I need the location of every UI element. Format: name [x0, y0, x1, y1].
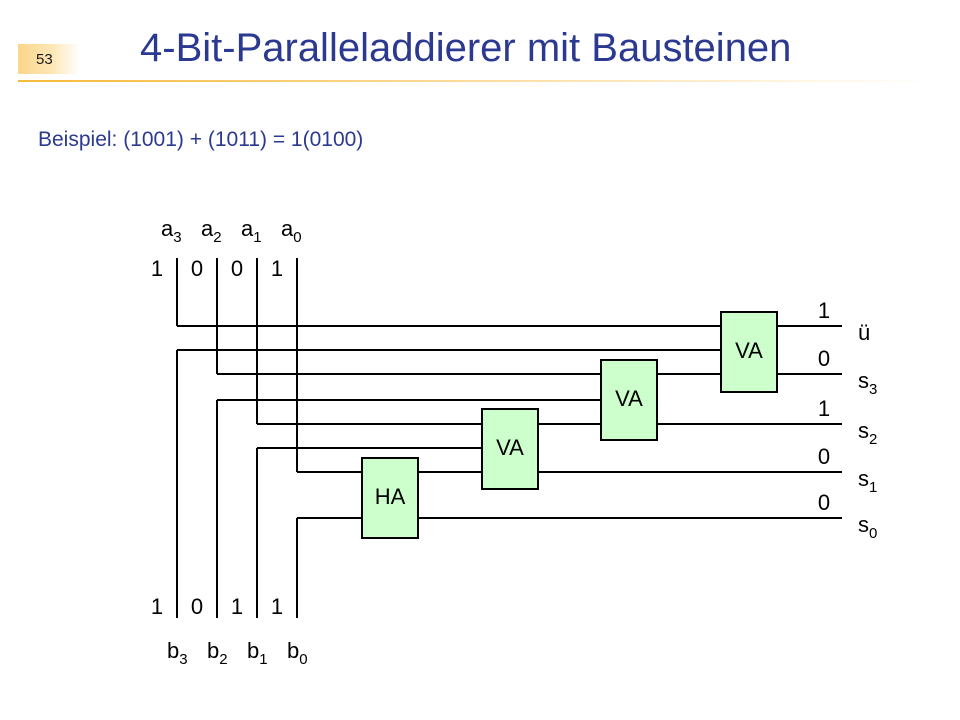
adder-block-label-3: VA — [735, 338, 763, 363]
label-out-2: s2 — [858, 418, 877, 448]
adder-block-rect-2 — [600, 359, 658, 441]
label-b1: b1 — [247, 638, 268, 668]
bit-b0: 1 — [271, 594, 283, 619]
bit-out-3: 0 — [818, 346, 830, 371]
bit-out-1: 0 — [818, 444, 830, 469]
label-out-0: s0 — [858, 512, 877, 542]
wires — [176, 258, 842, 618]
label-b0: b0 — [287, 638, 308, 668]
bit-out-0: 0 — [818, 490, 830, 515]
title-underline — [18, 80, 938, 82]
adder-block-va3: VA — [720, 311, 778, 393]
label-b3: b3 — [167, 638, 188, 668]
adder-block-ha: HA — [361, 457, 419, 539]
bit-a1: 0 — [231, 256, 243, 281]
slide-number-badge — [18, 44, 80, 74]
example-text: Beispiel: (1001) + (1011) = 1(0100) — [38, 128, 364, 151]
label-out-1: s1 — [858, 466, 877, 496]
adder-block-va2: VA — [600, 359, 658, 441]
bit-b3: 1 — [151, 594, 163, 619]
adder-block-rect-1 — [481, 408, 539, 490]
bit-a0: 1 — [271, 256, 283, 281]
bit-a2: 0 — [191, 256, 203, 281]
slide-title: 4-Bit-Paralleladdierer mit Bausteinen — [140, 26, 792, 70]
label-out-3: s3 — [858, 368, 877, 398]
adder-blocks: HA VA VA VA — [361, 311, 778, 539]
bit-out-2: 1 — [818, 396, 830, 421]
slide-number: 53 — [36, 51, 53, 68]
adder-block-label-2: VA — [615, 386, 643, 411]
label-out-carry: ü — [858, 320, 870, 345]
label-a1: a1 — [241, 216, 262, 246]
label-a3: a3 — [161, 216, 182, 246]
bit-b2: 0 — [191, 594, 203, 619]
bit-a3: 1 — [151, 256, 163, 281]
bit-out-carry: 1 — [818, 298, 830, 323]
adder-block-rect-3 — [720, 311, 778, 393]
adder-block-label-0: HA — [375, 484, 406, 509]
label-a2: a2 — [201, 216, 222, 246]
adder-block-label-1: VA — [496, 435, 524, 460]
adder-block-va1: VA — [481, 408, 539, 490]
label-a0: a0 — [281, 216, 302, 246]
label-b2: b2 — [207, 638, 228, 668]
bit-b1: 1 — [231, 594, 243, 619]
adder-block-rect-0 — [361, 457, 419, 539]
